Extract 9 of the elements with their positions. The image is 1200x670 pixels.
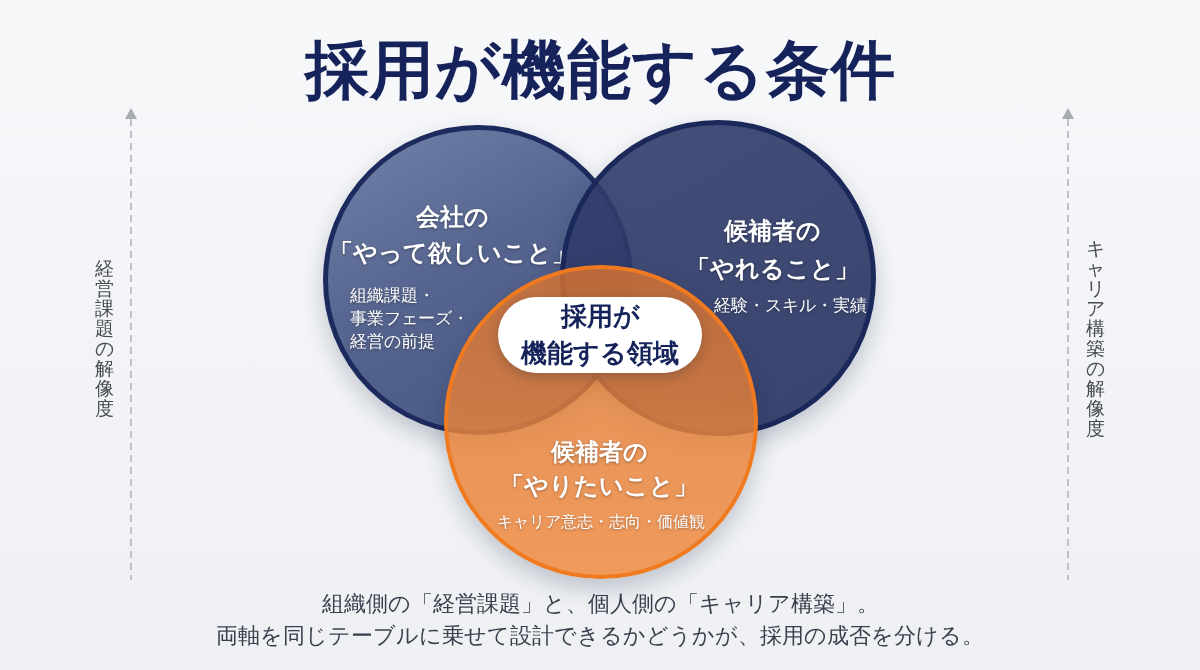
circle-description: 経験・スキル・実績	[712, 294, 868, 317]
circle-heading: 候補者の「やれること」	[684, 216, 860, 285]
caption: 組織側の「経営課題」と、個人側の「キャリア構築」。両軸を同じテーブルに乗せて設計できるかどうかが、採用の成否を分ける。	[215, 590, 985, 650]
circle-description: キャリア意志・志向・価値観	[496, 511, 706, 533]
title: 採用が機能する条件	[304, 32, 896, 109]
axis-label: 経営課題の解像度	[94, 258, 114, 418]
circle-heading: 候補者の「やりたいこと」	[499, 437, 699, 502]
circle-description: 組織課題・事業フェーズ・経営の前提	[350, 284, 470, 353]
axis-label: キャリア構築の解像度	[1085, 238, 1105, 438]
